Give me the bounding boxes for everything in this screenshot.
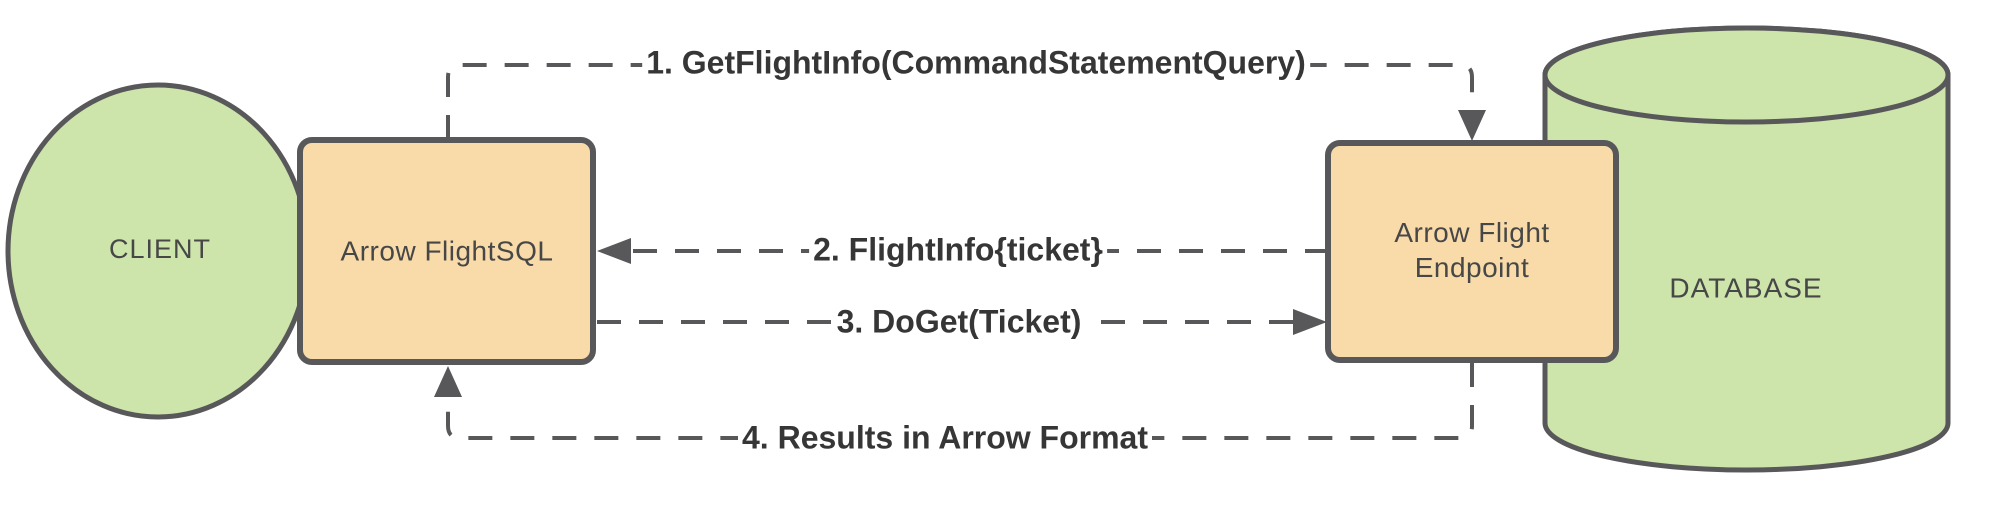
message-2-label: 2. FlightInfo{ticket} <box>809 231 1107 269</box>
endpoint-label: Arrow Flight Endpoint <box>1394 217 1550 283</box>
message-4-label: 4. Results in Arrow Format <box>738 419 1152 457</box>
message-1-connector <box>446 63 1474 139</box>
message-3-label: 3. DoGet(Ticket) <box>832 303 1086 341</box>
message-2-arrowhead <box>597 238 631 264</box>
database-label: DATABASE <box>1669 272 1823 304</box>
message-4-arrowhead <box>434 366 462 397</box>
message-1-arrowhead <box>1458 110 1486 141</box>
flightsql-node <box>297 137 596 365</box>
message-1-label: 1. GetFlightInfo(CommandStatementQuery) <box>642 44 1310 82</box>
client-label: CLIENT <box>108 234 212 265</box>
flightsql-label: Arrow FlightSQL <box>340 235 554 267</box>
message-4-connector <box>446 363 1474 440</box>
message-3-arrowhead <box>1293 309 1327 335</box>
database-cylinder-lid <box>1542 25 1951 125</box>
